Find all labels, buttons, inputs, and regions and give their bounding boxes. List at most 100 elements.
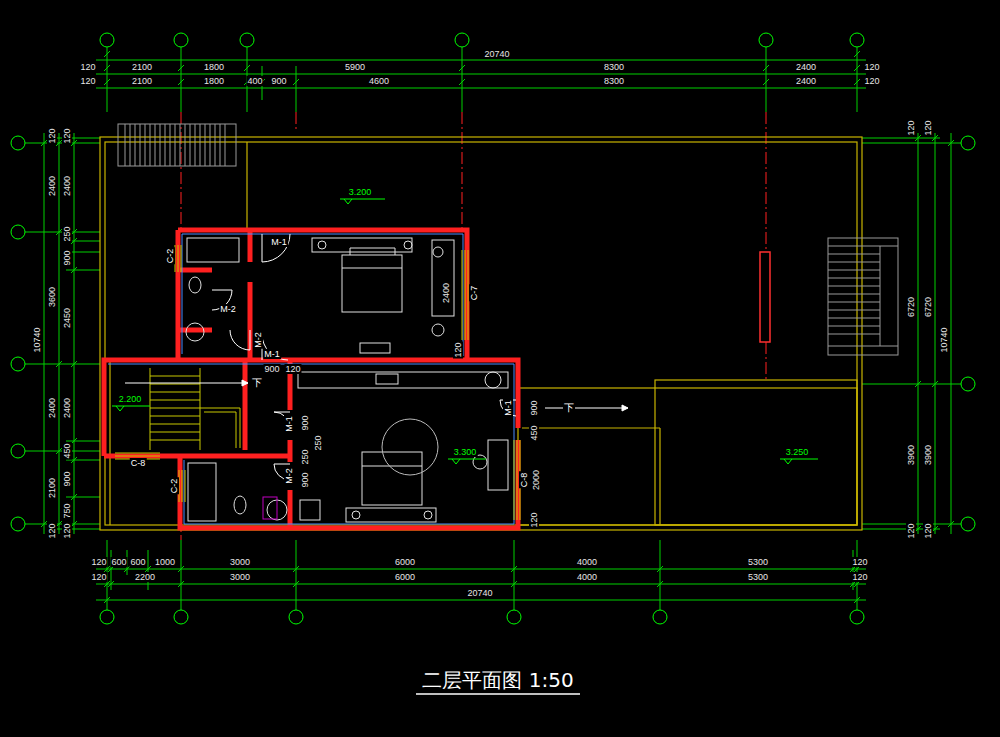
dimension-text: 900 (62, 249, 72, 266)
dimension-text: 6000 (394, 557, 416, 567)
dimension-text: 600 (110, 557, 127, 567)
dimension-text: 2400 (62, 397, 72, 419)
dimension-text: 120 (851, 557, 868, 567)
dimension-text: 250 (300, 448, 310, 465)
dimension-text: 1800 (203, 62, 225, 72)
dimension-text: 900 (300, 471, 310, 488)
dimension-text: 2400 (795, 76, 817, 86)
walls (104, 230, 518, 528)
center-lines (181, 112, 766, 540)
dimension-text: 2200 (134, 572, 156, 582)
dimension-lines (25, 47, 961, 610)
dimension-text: 1000 (154, 557, 176, 567)
dimension-text: 8300 (603, 76, 625, 86)
dimension-text: 900 (62, 470, 72, 487)
opening-code: M-2 (253, 331, 263, 349)
dimension-text: 900 (300, 414, 310, 431)
dimension-text: 120 (923, 119, 933, 136)
dimension-text: 450 (62, 442, 72, 459)
dimension-text: 120 (923, 522, 933, 539)
wall-lines (108, 234, 514, 524)
dimension-text: 120 (906, 119, 916, 136)
axis-bubbles (11, 33, 975, 624)
cabinet (263, 497, 277, 519)
dimension-text: 120 (863, 62, 880, 72)
dimension-text: 3900 (906, 444, 916, 466)
title-underline (416, 693, 580, 695)
dimension-text: 600 (129, 557, 146, 567)
dimension-text: 120 (79, 76, 96, 86)
dimension-text: 120 (863, 76, 880, 86)
opening-code: C-2 (165, 248, 175, 265)
dimension-text: 120 (62, 522, 72, 539)
dimension-text: 120 (79, 62, 96, 72)
dimension-text: 3900 (923, 444, 933, 466)
dimension-text: 20740 (483, 49, 510, 59)
windows (115, 245, 520, 520)
dimension-text: 120 (851, 572, 868, 582)
opening-code: M-1 (263, 349, 281, 359)
dimension-text: 2400 (47, 397, 57, 419)
dimension-text: 120 (90, 572, 107, 582)
dimension-text: 400 (246, 76, 263, 86)
direction-arrows (125, 380, 628, 411)
dimension-text: 750 (62, 502, 72, 519)
stairs (150, 368, 240, 450)
dimension-text: 6720 (906, 296, 916, 318)
dimension-text: 120 (453, 341, 463, 358)
dimension-text: 20740 (466, 588, 493, 598)
dimension-text: 900 (263, 364, 280, 374)
dimension-text: 1800 (203, 76, 225, 86)
dimension-text: 2100 (47, 477, 57, 499)
dimension-text: 5300 (747, 557, 769, 567)
dimension-text: 4000 (576, 557, 598, 567)
dimension-text: 120 (90, 557, 107, 567)
opening-code: C-8 (130, 458, 147, 468)
dimension-text: 3000 (229, 557, 251, 567)
dimension-text: 250 (313, 434, 323, 451)
elevation-mark: 3.300 (453, 447, 478, 457)
dimension-text: 900 (270, 76, 287, 86)
dimension-text: 2400 (795, 62, 817, 72)
terrace-outline (518, 380, 857, 525)
dimension-text: 2400 (62, 175, 72, 197)
dimension-text: 120 (62, 127, 72, 144)
dimension-text: 5900 (344, 62, 366, 72)
elevation-symbols (112, 199, 818, 464)
elevation-mark: 2.200 (118, 394, 143, 404)
dimension-text: 5300 (747, 572, 769, 582)
dimension-text: 10740 (939, 326, 949, 353)
dimension-text: 3000 (229, 572, 251, 582)
skylight (760, 252, 770, 342)
dimension-text: 120 (906, 522, 916, 539)
dimension-text: 120 (47, 522, 57, 539)
dimension-text: 2450 (62, 307, 72, 329)
opening-code: C-8 (519, 472, 529, 489)
dimension-text: 4600 (368, 76, 390, 86)
dimension-text: 6000 (394, 572, 416, 582)
dimension-text: 120 (529, 511, 539, 528)
dimension-text: 120 (47, 127, 57, 144)
door-swings (212, 234, 516, 480)
opening-code: M-1 (270, 237, 288, 247)
opening-code: M-2 (284, 467, 294, 485)
furniture (186, 238, 508, 522)
roof-outline (100, 137, 862, 530)
dimension-text: 10740 (32, 326, 42, 353)
dimension-text: 450 (529, 424, 539, 441)
opening-code: C-2 (169, 478, 179, 495)
elevation-mark: 3.200 (348, 187, 373, 197)
dimension-text: 250 (62, 225, 72, 242)
dimension-text: 900 (529, 399, 539, 416)
opening-code: M-1 (284, 415, 294, 433)
dimension-text: 2000 (531, 469, 541, 491)
opening-code: C-7 (469, 285, 479, 302)
dimension-text: 8300 (603, 62, 625, 72)
dimension-text: 2100 (131, 76, 153, 86)
dimension-text: 2100 (131, 62, 153, 72)
dimension-text: 3600 (47, 286, 57, 308)
dimension-text: 2400 (441, 282, 451, 304)
elevation-mark: 3.250 (785, 447, 810, 457)
